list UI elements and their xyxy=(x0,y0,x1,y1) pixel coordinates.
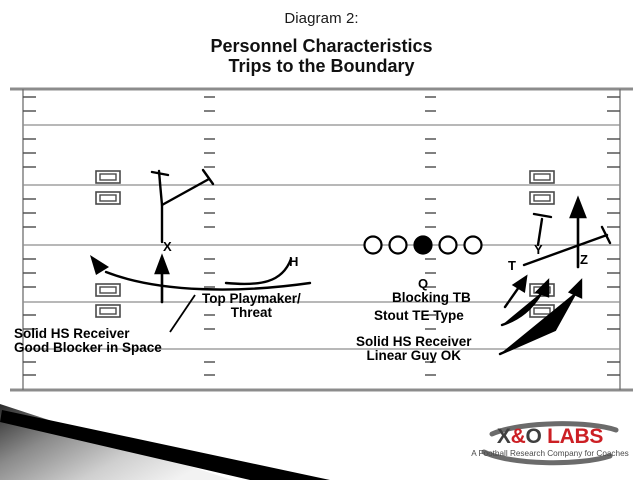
annotation-blocking-tb: Blocking TB xyxy=(392,290,471,305)
pointer-line-x-note xyxy=(169,294,196,333)
arrow-z-motion xyxy=(498,278,583,356)
route-h xyxy=(224,257,293,286)
route-t xyxy=(522,225,612,267)
annotation-x-receiver: Solid HS Receiver Good Blocker in Space xyxy=(14,326,162,356)
label-h: H xyxy=(289,254,299,269)
label-x: X xyxy=(163,239,172,254)
logo-arc-top xyxy=(489,421,619,437)
lineman-left-tackle xyxy=(363,235,383,255)
logo-labs-text: LABS xyxy=(547,425,604,448)
swoosh-black-band xyxy=(0,410,330,480)
arrowhead-crack-block-left xyxy=(90,255,109,275)
annotation-z-receiver: Solid HS Receiver Linear Guy OK xyxy=(356,334,472,364)
diagram-title-line-1: Personnel Characteristics xyxy=(210,36,433,56)
annotation-h-playmaker: Top Playmaker/ Threat xyxy=(202,291,301,321)
arrow-y-motion xyxy=(500,278,550,327)
yard-lines xyxy=(23,124,620,350)
logo-arc-bottom xyxy=(481,449,613,466)
annotation-x-line-1: Solid HS Receiver xyxy=(14,326,130,341)
route-crack-block-left xyxy=(104,270,312,291)
swoosh-svg xyxy=(0,404,330,480)
annotation-stout-te: Stout TE Type xyxy=(374,308,464,323)
hash-ticks-left xyxy=(23,96,36,376)
route-y xyxy=(532,212,553,247)
diagram-title-line-2: Trips to the Boundary xyxy=(228,56,415,76)
diagram-title: Personnel Characteristics Trips to the B… xyxy=(0,36,643,76)
lineman-left-guard xyxy=(388,235,408,255)
logo-wordmark: X&O LABS xyxy=(470,426,630,448)
logo-letter-x: X xyxy=(496,425,511,448)
lineman-center xyxy=(413,235,433,255)
lineman-right-guard xyxy=(438,235,458,255)
logo-tagline: A Football Research Company for Coaches xyxy=(471,449,629,458)
yard-number-boxes-left xyxy=(95,170,121,318)
logo-ampersand: & xyxy=(510,425,526,448)
yard-number-boxes-right xyxy=(529,170,555,318)
label-t: T xyxy=(508,258,516,273)
football-field-diagram: X H Q T Y Z Solid HS Receiver Good Block… xyxy=(10,87,633,392)
hash-marks-inner-left xyxy=(204,96,215,376)
lineman-right-tackle xyxy=(463,235,483,255)
annotation-h-line-1: Top Playmaker/ xyxy=(202,291,301,306)
label-z: Z xyxy=(580,252,588,267)
slide-heading: Diagram 2: xyxy=(284,10,359,27)
field-svg xyxy=(10,87,633,392)
offensive-line xyxy=(363,235,483,255)
logo-letter-o: O xyxy=(525,425,542,448)
logo-swirl xyxy=(481,421,619,466)
route-z xyxy=(569,195,587,269)
hash-marks-inner-right xyxy=(425,96,436,376)
decorative-swoosh xyxy=(0,396,330,480)
label-q: Q xyxy=(418,276,429,291)
route-x xyxy=(150,168,215,244)
annotation-z-line-1: Solid HS Receiver xyxy=(356,334,472,349)
hash-ticks-right xyxy=(607,96,620,376)
annotation-h-line-2: Threat xyxy=(230,305,273,321)
label-y: Y xyxy=(534,242,543,257)
arrow-t-motion xyxy=(503,274,528,309)
annotation-z-line-2: Linear Guy OK xyxy=(366,348,462,364)
annotation-x-line-2: Good Blocker in Space xyxy=(14,340,162,356)
xo-labs-logo[interactable]: X&O LABS A Football Research Company for… xyxy=(470,420,630,468)
